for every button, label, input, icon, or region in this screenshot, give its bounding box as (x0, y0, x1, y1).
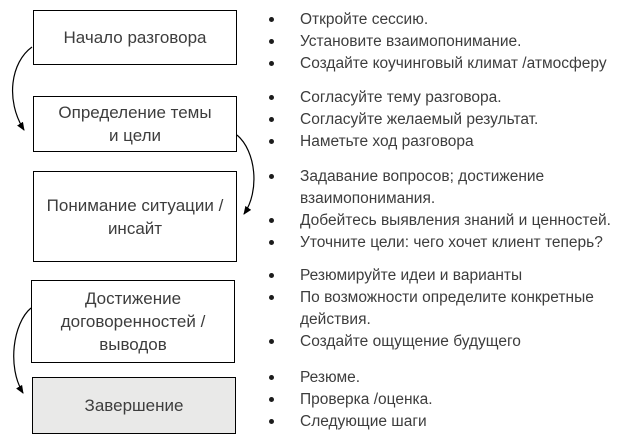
bullet-text: Уточните цели: чего хочет клиент теперь? (300, 234, 603, 251)
bullet-dot-icon (260, 232, 300, 245)
bullet-item: Создайте коучинговый климат /атмосферу (260, 53, 628, 75)
bullet-text: Создайте коучинговый климат /атмосферу (300, 55, 607, 72)
bullet-dot-icon (260, 411, 300, 424)
bullet-text: Откройте сессию. (300, 11, 429, 28)
bullet-text: Создайте ощущение будущего (300, 333, 521, 350)
stage5-bullet-list: Резюме. Проверка /оценка. Следующие шаги (260, 367, 628, 433)
stage1-bullet-list: Откройте сессию. Установите взаимопонима… (260, 9, 628, 75)
bullet-text: По возможности определите конкретные дей… (300, 289, 594, 328)
bullet-dot-icon (260, 31, 300, 44)
bullet-item: Установите взаимопонимание. (260, 31, 628, 53)
bullet-text: Следующие шаги (300, 413, 427, 430)
curved-arrow-stage1-to-stage2 (11, 46, 33, 131)
stage2-bullet-list: Согласуйте тему разговора. Согласуйте же… (260, 87, 628, 153)
bullet-item: Резюме. (260, 367, 628, 389)
bullet-dot-icon (260, 131, 300, 144)
bullet-dot-icon (260, 331, 300, 344)
bullet-item: Наметьте ход разговора (260, 131, 628, 153)
bullet-item: Проверка /оценка. (260, 389, 628, 411)
bullet-text: Резюме. (300, 369, 361, 386)
bullet-item: Резюмируйте идеи и варианты (260, 265, 628, 287)
bullet-item: Согласуйте желаемый результат. (260, 109, 628, 131)
bullet-text: Согласуйте желаемый результат. (300, 111, 539, 128)
bullet-text: Проверка /оценка. (300, 391, 433, 408)
bullet-item: Создайте ощущение будущего (260, 331, 628, 353)
stage-box-closing: Завершение (32, 377, 236, 434)
bullet-item: Откройте сессию. (260, 9, 628, 31)
bullet-dot-icon (260, 109, 300, 122)
bullet-text: Резюмируйте идеи и варианты (300, 267, 523, 284)
bullet-text: Наметьте ход разговора (300, 133, 474, 150)
stage-box-conversation-start: Начало разговора (33, 10, 237, 65)
bullet-dot-icon (260, 287, 300, 300)
bullet-item: Задавание вопросов; достижение взаимопон… (260, 166, 628, 210)
bullet-dot-icon (260, 265, 300, 278)
stage3-bullet-list: Задавание вопросов; достижение взаимопон… (260, 166, 628, 254)
curved-arrow-stage2-to-stage3 (236, 134, 255, 215)
bullet-item: Согласуйте тему разговора. (260, 87, 628, 109)
stage4-bullet-list: Резюмируйте идеи и варианты По возможнос… (260, 265, 628, 353)
bullet-dot-icon (260, 210, 300, 223)
bullet-text: Добейтесь выявления знаний и ценностей. (300, 212, 611, 229)
bullet-text: Согласуйте тему разговора. (300, 89, 502, 106)
bullet-dot-icon (260, 53, 300, 66)
bullet-dot-icon (260, 87, 300, 100)
stage-box-agreements-conclusions: Достижение договоренностей / выводов (31, 280, 235, 363)
bullet-text: Задавание вопросов; достижение взаимопон… (300, 168, 545, 207)
bullet-dot-icon (260, 9, 300, 22)
bullet-item: Следующие шаги (260, 411, 628, 433)
bullet-dot-icon (260, 367, 300, 380)
bullet-item: Уточните цели: чего хочет клиент теперь? (260, 232, 628, 254)
stage-box-situation-insight: Понимание ситуации / инсайт (33, 171, 237, 262)
curved-arrow-stage4-to-stage5 (13, 307, 32, 394)
bullet-dot-icon (260, 166, 300, 179)
bullet-item: Добейтесь выявления знаний и ценностей. (260, 210, 628, 232)
stage-box-topic-and-goal: Определение темы и цели (33, 96, 237, 152)
bullet-dot-icon (260, 389, 300, 402)
bullet-text: Установите взаимопонимание. (300, 33, 522, 50)
bullet-item: По возможности определите конкретные дей… (260, 287, 628, 331)
